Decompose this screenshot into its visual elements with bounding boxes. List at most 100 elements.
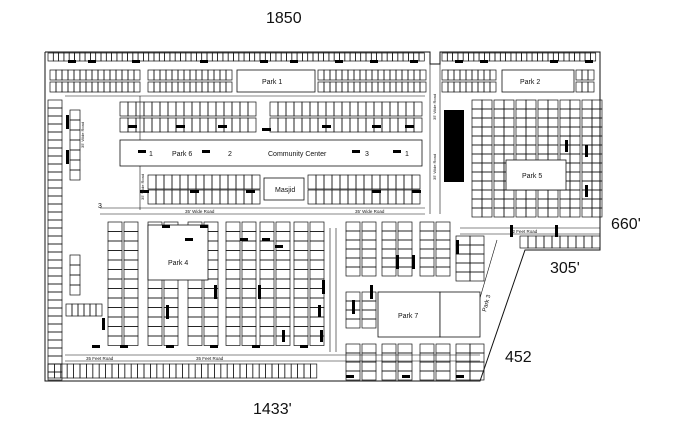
plot [587,81,595,93]
plot [481,189,493,200]
plot [309,117,319,133]
plot [275,231,291,242]
plot [345,343,361,354]
plot [309,101,319,117]
plot [397,117,407,133]
plot [227,52,234,62]
plot [349,117,359,133]
plot [207,81,215,93]
plot [361,343,377,354]
plot [349,52,356,62]
plot [47,243,63,253]
plot [190,52,197,62]
plot [309,297,325,308]
plot [225,316,241,327]
plot [365,69,373,81]
plot [271,363,279,379]
plot [247,101,257,117]
plot [47,227,63,237]
plot [323,52,330,62]
plot [219,69,227,81]
plot [79,69,87,81]
park2-area [501,69,575,93]
plot [312,52,319,62]
site-boundary [44,51,601,382]
plot [187,288,203,299]
plot [107,278,123,289]
plot [147,288,163,299]
plot [483,69,491,81]
plot [547,144,559,155]
plot [465,81,473,93]
plot [397,257,413,268]
plot [127,81,135,93]
building-block [370,60,378,63]
plot [309,316,325,327]
plot [47,147,63,157]
plot [213,69,221,81]
plot [241,288,257,299]
plot [147,81,155,93]
plot [419,257,435,268]
plot [225,221,241,232]
plot [219,81,227,93]
building-block [402,375,410,378]
plot [418,52,425,62]
plot [47,99,63,109]
plot [435,266,451,277]
plot [89,303,97,317]
plot [579,52,586,62]
community-center-area [119,139,423,167]
plot [537,198,549,209]
plot [69,159,81,171]
plot [455,352,471,363]
dimension-right-lower: 452 [505,349,532,366]
plot [471,117,483,128]
plot [515,52,522,62]
park7-area [377,291,441,338]
plot [515,144,527,155]
plot [302,52,309,62]
plot [225,326,241,337]
plot [153,81,161,93]
plot [569,126,581,137]
building-block [138,150,146,153]
plot [361,309,377,320]
plot [471,198,483,209]
plot [581,81,589,93]
plot [275,288,291,299]
plot [109,81,117,93]
plot [569,189,581,200]
plot [331,189,341,205]
building-block [320,330,323,342]
park4-area [147,224,209,281]
building-block [258,285,261,299]
building-block [162,225,170,228]
plot [413,101,423,117]
plot [339,189,349,205]
plot [363,174,373,190]
plot [307,52,314,62]
plot [159,81,167,93]
plot [401,81,409,93]
plot [510,52,517,62]
plot [47,123,63,133]
masjid-area [263,177,305,201]
plot [413,117,423,133]
plot [515,99,527,110]
plot [526,52,533,62]
plot [180,52,187,62]
plot [371,81,379,93]
plot [469,253,485,264]
building-block [396,255,399,269]
plot [435,221,451,232]
plot [241,326,257,337]
plot [159,101,169,117]
plot [207,101,217,117]
plot [69,264,81,276]
plot [175,363,183,379]
plot [381,230,397,241]
plot [107,259,123,270]
plot [489,52,496,62]
plot [309,231,325,242]
